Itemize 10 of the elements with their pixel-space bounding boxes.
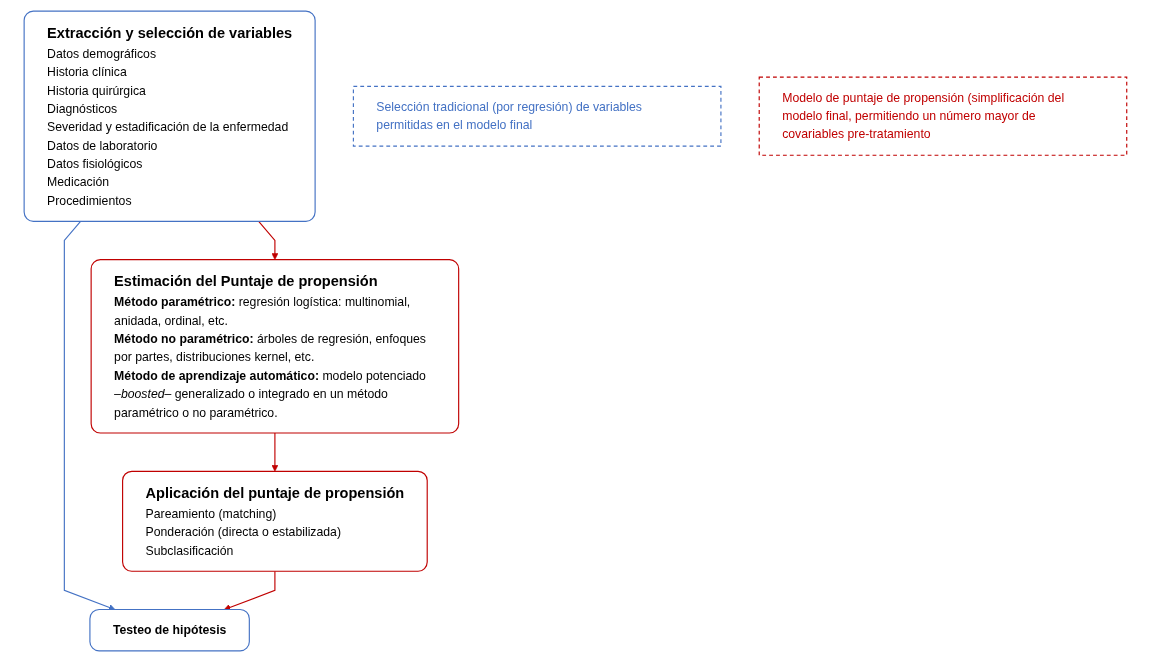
arrow xyxy=(63,220,115,611)
arrow xyxy=(271,432,278,472)
node-box: Selección tradicional (por regresión) de variables permitidas en el modelo final xyxy=(352,85,722,147)
arrow xyxy=(223,570,276,611)
node-box: Extracción y selección de variables Datos demográficos Historia clínica Historia quirúrgica Diagnósticos Severidad y estadificación de la enfermedad Datos de laboratorio Datos fisiológicos Medicación Procedimientos xyxy=(23,10,316,222)
arrow xyxy=(257,220,278,260)
node-box: Estimación del Puntaje de propensión Método paramétrico: regresión logística: multinomial, anidada, ordinal, etc. Método no paramétrico: árboles de regresión, enfoques por partes, distribuciones kernel, etc. Método de aprendizaje automático: modelo potenciado –boosted– generalizado o integrado en un método paramétrico o no paramétrico. xyxy=(90,259,459,434)
node-box: Testeo de hipótesis xyxy=(88,608,250,652)
node-box: Aplicación del puntaje de propensión Pareamiento (matching) Ponderación (directa o estabilizada) Subclasificación xyxy=(121,470,428,572)
node-box: Modelo de puntaje de propensión (simplificación del modelo final, permitiendo un número mayor de covariables pre-tratamiento xyxy=(758,76,1127,156)
